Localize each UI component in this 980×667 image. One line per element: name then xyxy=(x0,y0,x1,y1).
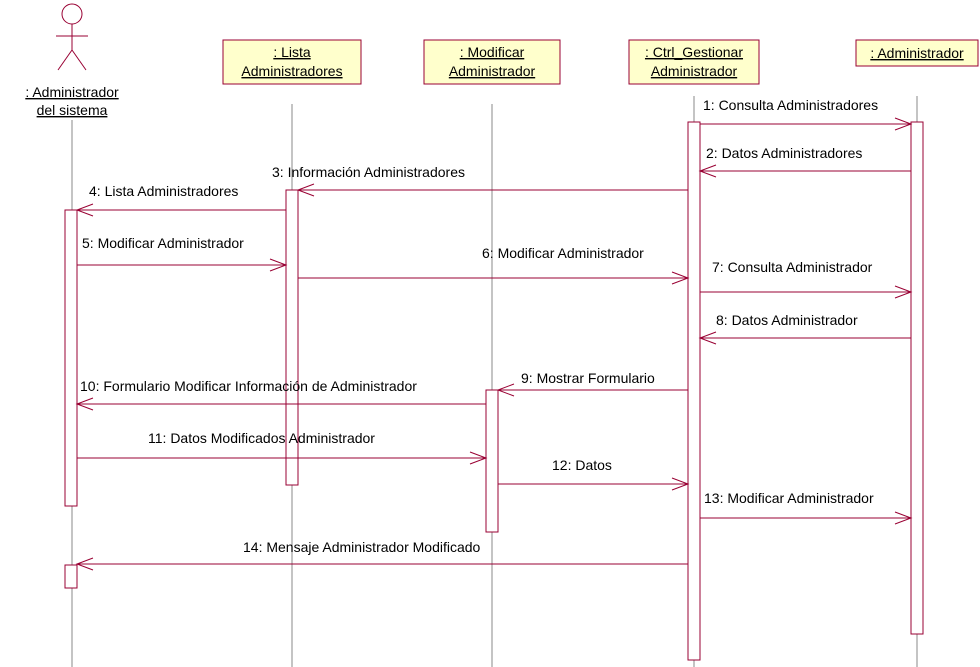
object-lista-administradores[interactable]: : Lista Administradores xyxy=(222,39,362,85)
object-label-line2: Administrador xyxy=(449,63,536,79)
message-1[interactable]: 1: Consulta Administradores xyxy=(700,97,913,131)
message-10[interactable]: 10: Formulario Modificar Información de … xyxy=(75,378,486,411)
message-label: 14: Mensaje Administrador Modificado xyxy=(243,539,481,555)
message-label: 3: Información Administradores xyxy=(272,164,465,180)
message-8[interactable]: 8: Datos Administrador xyxy=(698,312,911,345)
activation-bar xyxy=(687,121,701,661)
message-label: 12: Datos xyxy=(552,457,612,473)
object-label-line2: Administradores xyxy=(241,63,342,79)
message-label: 2: Datos Administradores xyxy=(706,145,862,161)
message-2[interactable]: 2: Datos Administradores xyxy=(698,145,911,178)
activation-bar xyxy=(285,189,299,486)
message-7[interactable]: 7: Consulta Administrador xyxy=(700,259,913,299)
message-label: 9: Mostrar Formulario xyxy=(521,370,655,386)
activation-bar xyxy=(910,121,924,635)
object-label-line1: : Modificar xyxy=(460,44,525,60)
message-label: 11: Datos Modificados Administrador xyxy=(148,430,375,446)
message-label: 5: Modificar Administrador xyxy=(82,235,244,251)
object-administrador[interactable]: : Administrador xyxy=(855,39,979,67)
object-label: : Administrador xyxy=(870,45,964,61)
message-3[interactable]: 3: Información Administradores xyxy=(272,164,688,197)
object-ctrl-gestionar-administrador[interactable]: : Ctrl_Gestionar Administrador xyxy=(628,39,760,85)
object-modificar-administrador[interactable]: : Modificar Administrador xyxy=(423,39,561,85)
message-label: 7: Consulta Administrador xyxy=(712,259,873,275)
message-label: 8: Datos Administrador xyxy=(716,312,858,328)
activation-bar xyxy=(64,564,78,589)
message-14[interactable]: 14: Mensaje Administrador Modificado xyxy=(75,539,688,571)
activation-bar xyxy=(64,209,78,507)
message-11[interactable]: 11: Datos Modificados Administrador xyxy=(77,430,488,465)
activation-bar xyxy=(485,389,499,533)
message-label: 6: Modificar Administrador xyxy=(482,245,644,261)
actor-head-icon xyxy=(61,3,83,25)
message-5[interactable]: 5: Modificar Administrador xyxy=(77,235,288,272)
actor-label-line1: : Administrador xyxy=(25,84,119,100)
message-label: 13: Modificar Administrador xyxy=(704,490,874,506)
actor-label-line2: del sistema xyxy=(37,102,108,118)
message-label: 10: Formulario Modificar Información de … xyxy=(80,378,417,394)
message-13[interactable]: 13: Modificar Administrador xyxy=(700,490,913,525)
object-label-line1: : Ctrl_Gestionar xyxy=(645,44,743,60)
message-12[interactable]: 12: Datos xyxy=(498,457,690,491)
object-label-line2: Administrador xyxy=(651,63,738,79)
message-6[interactable]: 6: Modificar Administrador xyxy=(298,245,690,285)
message-label: 1: Consulta Administradores xyxy=(703,97,878,113)
message-9[interactable]: 9: Mostrar Formulario xyxy=(496,370,688,397)
message-label: 4: Lista Administradores xyxy=(89,183,238,199)
actor-administrador-sistema[interactable]: : Administrador del sistema xyxy=(25,3,119,118)
object-label-line1: : Lista xyxy=(273,44,311,60)
message-4[interactable]: 4: Lista Administradores xyxy=(75,183,286,217)
